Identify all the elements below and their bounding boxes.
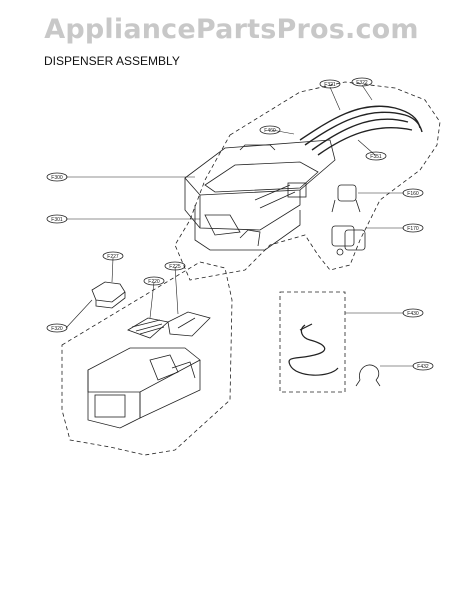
svg-text:F160: F160 [407,191,419,197]
callout-f227: F227 [102,251,124,261]
svg-text:F321: F321 [324,82,336,88]
dispenser-housing [184,139,336,231]
callout-f320: F320 [46,323,68,333]
callout-f220: F220 [143,276,165,286]
drain-hose-frame [279,291,346,393]
svg-text:F322: F322 [356,80,368,86]
drawer-assembly-outline [61,261,233,456]
callout-f432: F432 [412,361,434,371]
svg-text:F430: F430 [407,311,419,317]
detergent-drawer [87,347,201,429]
svg-text:F460: F460 [264,128,276,134]
callout-f430: F430 [402,308,424,318]
callout-f322: F322 [351,77,373,87]
svg-text:F351: F351 [370,154,382,160]
callout-f170: F170 [402,223,424,233]
callout-f160: F160 [402,188,424,198]
hose-guide [355,364,381,387]
drawer-inserts [127,311,211,339]
callout-f225: F225 [164,261,186,271]
watermark: AppliancePartsPros.com [44,14,419,45]
svg-text:F170: F170 [407,226,419,232]
callout-f301: F301 [46,214,68,224]
svg-text:F220: F220 [148,279,160,285]
diagram-title: DISPENSER ASSEMBLY [44,54,180,68]
hose-group [299,105,423,156]
svg-text:F432: F432 [417,364,429,370]
callout-f460: F460 [259,125,281,135]
water-valves [331,184,366,256]
svg-text:F225: F225 [169,264,181,270]
svg-text:F300: F300 [51,175,63,181]
svg-text:F301: F301 [51,217,63,223]
siphon-cap [91,281,126,309]
drain-hose [288,323,339,376]
callout-f351: F351 [365,151,387,161]
callout-f321: F321 [319,79,341,89]
svg-text:F320: F320 [51,326,63,332]
callout-f300: F300 [46,172,68,182]
dispenser-tub [194,205,301,251]
leader-lines [65,84,414,367]
upper-assembly-outline [174,81,441,281]
svg-text:F227: F227 [107,254,119,260]
